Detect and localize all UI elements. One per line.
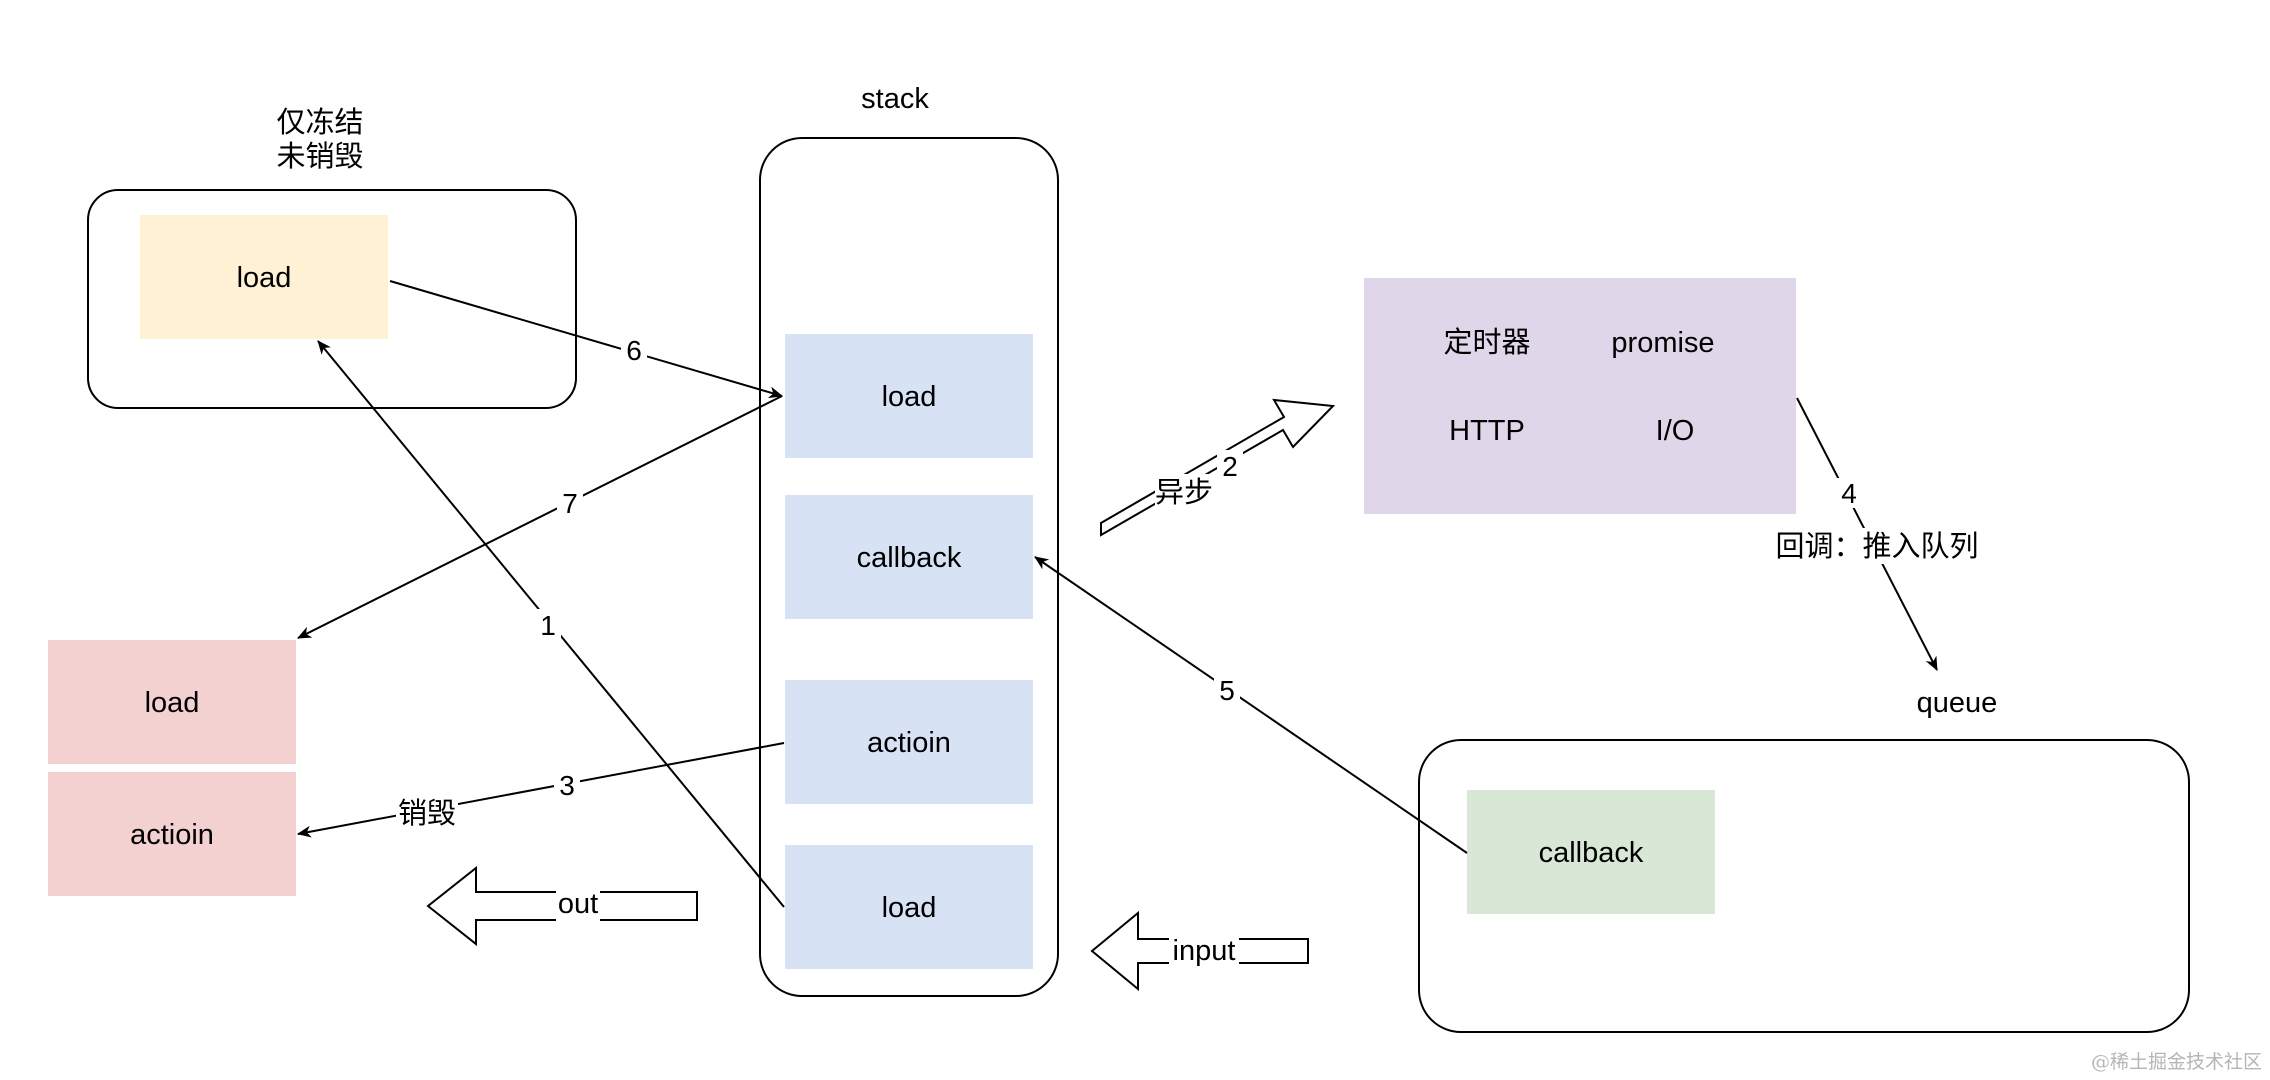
stack-item-callback-label: callback: [857, 542, 962, 574]
queue-item-callback: [1467, 790, 1715, 914]
queue-title: queue: [1917, 687, 1998, 719]
edge-6-label-bg: [621, 334, 647, 364]
edge-5-arrow: [1034, 556, 1468, 854]
edge-3-label: 3: [559, 770, 575, 801]
edge-6-arrow: [389, 280, 783, 399]
edge-6-label: 6: [626, 335, 642, 366]
async-source-http: HTTP: [1449, 415, 1525, 447]
watermark: @稀土掘金技术社区: [2091, 1051, 2262, 1073]
edge-7-label-bg: [557, 488, 583, 518]
stack-item-actioin-label: actioin: [867, 727, 951, 759]
edge-3-label-bg: [554, 770, 580, 800]
frozen-caption-line-2: 未销毁: [276, 140, 363, 173]
destroyed-actioin-box: [48, 772, 296, 896]
async-label-bg: [1155, 474, 1213, 508]
async-label: 异步: [1155, 476, 1213, 509]
edge-4-label: 4: [1841, 478, 1857, 509]
async-sources-box: [1364, 278, 1796, 514]
callback-push-label: 回调：推入队列: [1775, 530, 1978, 563]
stack-item-actioin: [785, 680, 1033, 804]
frozen-caption-line-1: 仅冻结: [276, 106, 363, 139]
destroyed-load-box: [48, 640, 296, 764]
stack-item-load-bottom: [785, 845, 1033, 969]
out-label: out: [558, 888, 598, 920]
edge-1-label: 1: [540, 610, 556, 641]
edge-4-label-bg: [1836, 478, 1862, 508]
destroyed-actioin-label: actioin: [130, 819, 214, 851]
edge-7-arrow: [297, 395, 783, 639]
callback-push-label-bg: [1772, 528, 1982, 564]
edge-2-label: 2: [1222, 451, 1238, 482]
stack-item-load-bottom-label: load: [882, 892, 937, 924]
async-source-io: I/O: [1656, 415, 1695, 447]
destroy-label-bg: [396, 795, 458, 829]
async-source-timer: 定时器: [1443, 326, 1530, 359]
frozen-load-box: [140, 215, 388, 339]
destroyed-load-label: load: [145, 687, 200, 719]
edge-7-label: 7: [562, 488, 578, 519]
stack-item-load-top: [785, 334, 1033, 458]
queue-item-callback-label: callback: [1539, 837, 1644, 869]
edge-3-arrow: [297, 742, 785, 838]
edge-2-label-bg: [1217, 450, 1243, 480]
out-label-bg: [556, 888, 600, 922]
stack-title: stack: [861, 83, 929, 115]
edge-5-label-bg: [1214, 675, 1240, 705]
input-label: input: [1173, 935, 1236, 967]
edge-5-label: 5: [1219, 675, 1235, 706]
async-source-promise: promise: [1611, 327, 1714, 359]
input-label-bg: [1169, 934, 1239, 968]
frozen-load-label: load: [237, 262, 292, 294]
stack-item-callback: [785, 495, 1033, 619]
stack-item-load-top-label: load: [882, 381, 937, 413]
destroy-label: 销毁: [398, 797, 456, 830]
edge-1-label-bg: [535, 609, 561, 639]
